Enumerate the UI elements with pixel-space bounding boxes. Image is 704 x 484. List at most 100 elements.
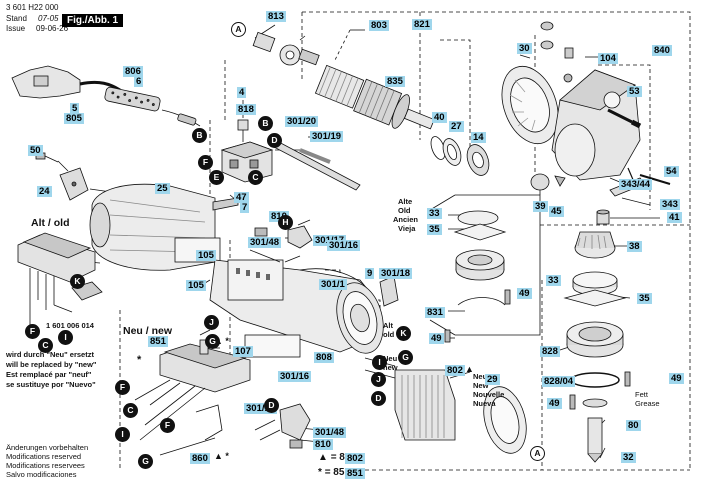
part-label: 860 bbox=[190, 453, 210, 464]
part-label: 808 bbox=[314, 352, 334, 363]
vieja-word: Vieja bbox=[398, 224, 416, 233]
callout-letter: K bbox=[396, 326, 411, 341]
old-small: old bbox=[383, 330, 395, 339]
part-label: 301/17 bbox=[244, 403, 278, 414]
callout-letter: F bbox=[115, 380, 130, 395]
callout-letter: D bbox=[267, 133, 282, 148]
part-label: 821 bbox=[412, 19, 432, 30]
replace-note-es: se sustituye por "Nuevo" bbox=[6, 380, 96, 389]
part-label: 27 bbox=[449, 121, 464, 132]
part-label: 49 bbox=[517, 288, 532, 299]
part-label: 802 bbox=[345, 453, 365, 464]
changes-note-es: Salvo modificaciones bbox=[6, 470, 77, 479]
alt-small: Alt bbox=[383, 321, 393, 330]
callout-letter: C bbox=[123, 403, 138, 418]
doc-number: 3 601 H22 000 bbox=[6, 3, 59, 12]
ancien-word: Ancien bbox=[393, 215, 419, 224]
new-small: new bbox=[383, 363, 398, 372]
part-label: 30 bbox=[517, 43, 532, 54]
callout-letter: B bbox=[192, 128, 207, 143]
legend-802-text: = 802 bbox=[330, 452, 356, 463]
part-label: 49 bbox=[669, 373, 684, 384]
part-label: 828/04 bbox=[542, 376, 576, 387]
part-label: 810 bbox=[313, 439, 333, 450]
callout-letter: F bbox=[160, 418, 175, 433]
part-label: 40 bbox=[432, 112, 447, 123]
part-label: 45 bbox=[549, 206, 564, 217]
callout-letter: I bbox=[58, 330, 73, 345]
part-label: 80 bbox=[626, 420, 641, 431]
part-label: 38 bbox=[627, 241, 642, 252]
neu-new-title: Neu / new bbox=[123, 325, 173, 337]
alt-word: Alte bbox=[398, 197, 413, 206]
callout-letter: I bbox=[372, 355, 387, 370]
part-number-1601006014: 1 601 006 014 bbox=[46, 321, 94, 330]
callout-letter: G bbox=[398, 350, 413, 365]
part-label: 301/20 bbox=[285, 116, 319, 127]
neu-small: Neu bbox=[383, 354, 398, 363]
mark-860: ▲ * bbox=[214, 451, 229, 461]
part-label: 107 bbox=[233, 346, 253, 357]
changes-note-fr: Modifications reservees bbox=[6, 461, 85, 470]
part-label: 343 bbox=[660, 199, 680, 210]
part-label: 802 bbox=[445, 365, 465, 376]
mark-851: * bbox=[137, 354, 142, 366]
old-word: Old bbox=[398, 206, 411, 215]
callout-letter: B bbox=[258, 116, 273, 131]
fett-word: Fett bbox=[635, 390, 648, 399]
callout-letter: G bbox=[205, 334, 220, 349]
part-label: 105 bbox=[196, 250, 216, 261]
part-label: 50 bbox=[28, 145, 43, 156]
stand-value: 07-05 bbox=[38, 14, 59, 23]
part-label: 301/16 bbox=[278, 371, 312, 382]
callout-letter: C bbox=[38, 338, 53, 353]
part-label: 14 bbox=[471, 132, 486, 143]
part-label: 7 bbox=[240, 202, 250, 213]
callout-letter: D bbox=[371, 391, 386, 406]
part-label: 49 bbox=[547, 398, 562, 409]
changes-note-de: Änderungen vorbehalten bbox=[6, 443, 89, 452]
callout-letter: J bbox=[204, 315, 219, 330]
part-label: 301/48 bbox=[248, 237, 282, 248]
part-label: 301/1 bbox=[319, 279, 347, 290]
legend-802-symbol: ▲ bbox=[318, 452, 328, 463]
callout-letter: G bbox=[138, 454, 153, 469]
part-label: 805 bbox=[64, 113, 84, 124]
new-word: New bbox=[473, 381, 489, 390]
replace-note-de: wird durch "Neu" ersetzt bbox=[6, 350, 94, 359]
part-label: 5 bbox=[70, 103, 80, 114]
part-label: 851 bbox=[148, 336, 168, 347]
part-label: 818 bbox=[236, 104, 256, 115]
callout-letter: A bbox=[530, 446, 545, 461]
part-label: 47 bbox=[234, 192, 249, 203]
alt-old-title: Alt / old bbox=[31, 217, 70, 229]
callout-letter: E bbox=[209, 170, 224, 185]
part-label: 54 bbox=[664, 166, 679, 177]
grease-word: Grease bbox=[635, 399, 660, 408]
part-label: 104 bbox=[598, 53, 618, 64]
replace-note-fr: Est remplacé par "neuf" bbox=[6, 370, 92, 379]
part-label: 343/44 bbox=[619, 179, 653, 190]
callout-letter: F bbox=[198, 155, 213, 170]
stand-label: Stand bbox=[6, 14, 27, 23]
part-label: 851 bbox=[345, 468, 365, 479]
callout-letter: K bbox=[70, 274, 85, 289]
part-label: 6 bbox=[134, 76, 144, 87]
part-label: 41 bbox=[667, 212, 682, 223]
part-label: 29 bbox=[485, 374, 500, 385]
neue-word: Neue bbox=[473, 372, 492, 381]
callout-letter: D bbox=[264, 398, 279, 413]
part-label: 301/16 bbox=[327, 240, 361, 251]
part-label: 49 bbox=[429, 333, 444, 344]
issue-label: Issue bbox=[6, 24, 26, 33]
legend-802: ▲ = 802 bbox=[318, 452, 356, 463]
legend-851-text: = 851 bbox=[324, 467, 350, 478]
part-label: 53 bbox=[627, 86, 642, 97]
part-label: 301/18 bbox=[379, 268, 413, 279]
part-label: 33 bbox=[546, 275, 561, 286]
part-label: 813 bbox=[266, 11, 286, 22]
part-label: 105 bbox=[186, 280, 206, 291]
part-label: 301/19 bbox=[310, 131, 344, 142]
part-label: 803 bbox=[369, 20, 389, 31]
